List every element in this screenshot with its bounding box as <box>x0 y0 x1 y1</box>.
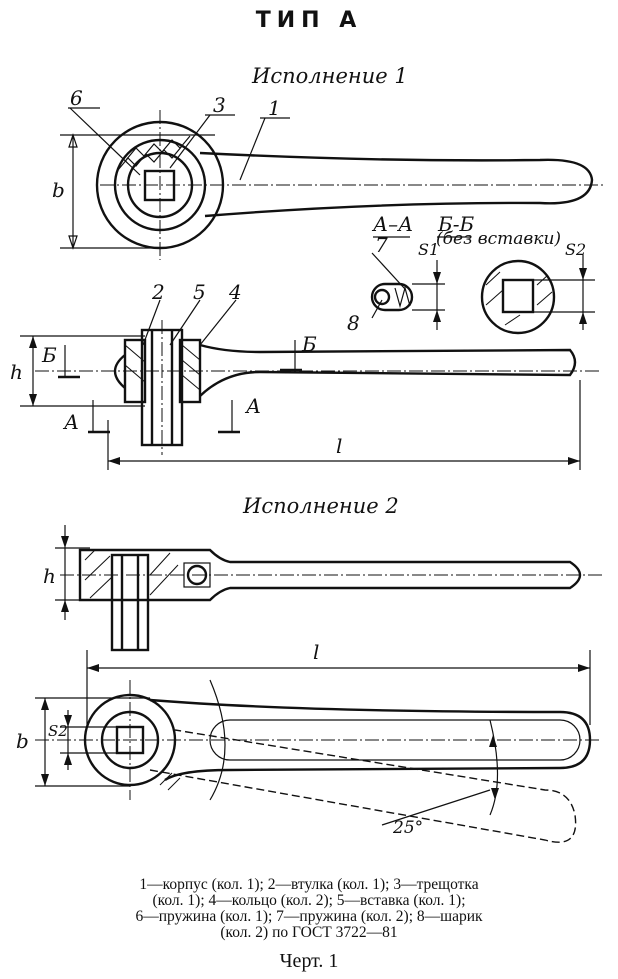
callout-4: 4 <box>229 280 242 304</box>
section-mark-a-left: А <box>64 410 80 434</box>
parts-legend: 1—корпус (кол. 1); 2—втулка (кол. 1); 3—… <box>0 877 618 941</box>
section-mark-b-left: Б <box>42 343 57 367</box>
dim-s1: S1 <box>418 240 440 259</box>
variant-2-caption: Исполнение 2 <box>243 494 399 518</box>
legend-line-3: 6—пружина (кол. 1); 7—пружина (кол. 2); … <box>135 908 483 925</box>
callout-7: 7 <box>375 233 388 257</box>
legend-line-4: (кол. 2) по ГОСТ 3722—81 <box>220 924 398 941</box>
page-title: ТИП А <box>255 8 363 33</box>
section-mark-a-right: А <box>246 394 262 418</box>
dim-s2-bottom: S2 <box>48 722 68 740</box>
callout-1: 1 <box>268 96 281 120</box>
callout-6: 6 <box>70 86 83 110</box>
legend-line-2: (кол. 1); 4—кольцо (кол. 2); 5—вставка (… <box>152 892 466 909</box>
variant-1-caption: Исполнение 1 <box>252 64 408 88</box>
section-aa-title: А–А <box>373 212 414 236</box>
callout-5: 5 <box>193 280 206 304</box>
dim-angle: 25° <box>393 818 424 838</box>
dim-s2-section: S2 <box>565 240 587 259</box>
section-bb <box>437 236 595 335</box>
variant-1-side-view <box>20 299 600 470</box>
callout-2: 2 <box>152 280 165 304</box>
dim-h-bottom: h <box>43 564 56 588</box>
dim-h-top: h <box>10 360 23 384</box>
dim-l-top: l <box>336 434 343 458</box>
callout-8: 8 <box>347 311 360 335</box>
variant-2-side-view <box>55 525 605 652</box>
dim-b-bottom: b <box>16 729 29 753</box>
variant-2-top-view <box>35 650 600 843</box>
section-bb-title: Б-Б <box>438 212 475 236</box>
section-aa <box>370 236 445 330</box>
dim-l-bottom: l <box>313 640 320 664</box>
legend-line-1: 1—корпус (кол. 1); 2—втулка (кол. 1); 3—… <box>139 876 479 893</box>
variant-1-top-view <box>60 107 605 260</box>
figure-label: Черт. 1 <box>279 950 339 972</box>
dim-b-top: b <box>52 178 65 202</box>
section-bb-note: (без вставки) <box>436 229 562 249</box>
section-mark-b-right: Б <box>302 332 317 356</box>
callout-3: 3 <box>213 93 226 117</box>
